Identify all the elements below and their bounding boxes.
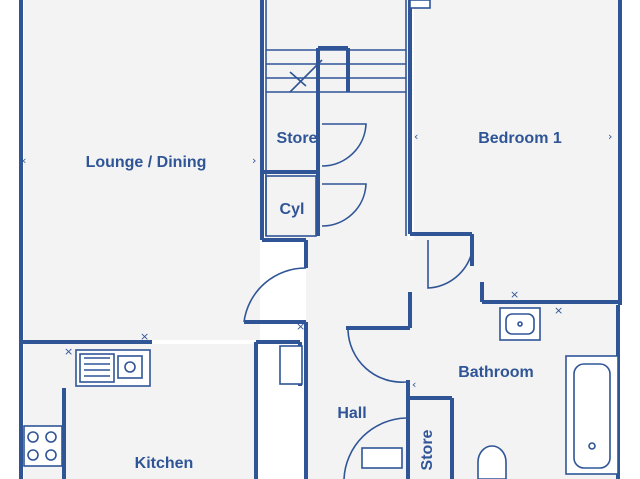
svg-text:‹: ‹ [414,130,418,143]
dimension-markers: ‹ › ‹ › ‹ × × × × × ‹ [22,130,612,391]
svg-text:›: › [252,154,256,167]
svg-text:×: × [554,304,563,317]
room-label-cylinder: Cyl [280,201,305,218]
svg-text:‹: ‹ [22,154,26,167]
room-label-hall: Hall [337,405,366,422]
room-label-store-bottom: Store [419,429,436,470]
room-fills [24,0,618,479]
svg-text:‹: ‹ [412,378,416,391]
svg-text:×: × [140,330,149,343]
room-label-kitchen: Kitchen [135,455,194,472]
room-label-lounge-dining: Lounge / Dining [86,154,207,171]
room-label-bedroom-1: Bedroom 1 [478,130,562,147]
room-label-bathroom: Bathroom [458,364,534,381]
svg-text:‹: ‹ [408,290,412,303]
fixtures [23,175,619,479]
room-label-store-top: Store [277,130,318,147]
svg-text:×: × [510,288,519,301]
svg-text:×: × [296,320,305,333]
svg-text:›: › [608,130,612,143]
svg-text:×: × [64,345,73,358]
door-swings [243,59,473,479]
